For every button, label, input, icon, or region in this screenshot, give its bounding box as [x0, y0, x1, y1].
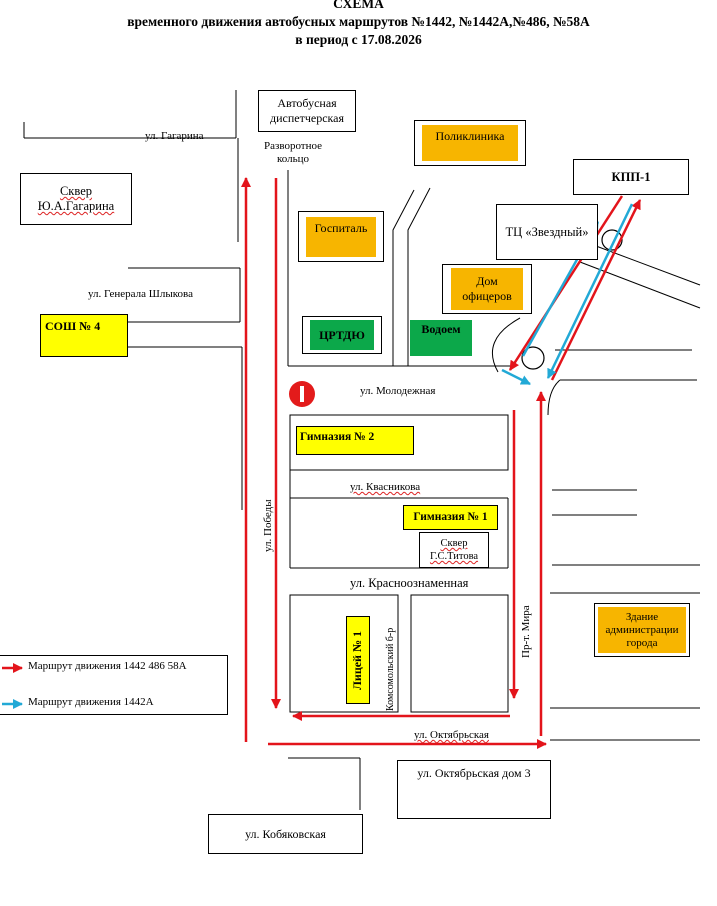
crtdu-box: ЦРТДЮ	[302, 316, 382, 354]
kobyakovskaya-box: ул. Кобяковская	[208, 814, 363, 854]
square-titov: Сквер Г.С.Титова	[419, 532, 489, 568]
crtdu-label: ЦРТДЮ	[310, 320, 374, 350]
kpp1-box: КПП-1	[573, 159, 689, 195]
officers-house-box: Дом офицеров	[442, 264, 532, 314]
street-shlykova: ул. Генерала Шлыкова	[88, 288, 193, 300]
hospital-box: Госпиталь	[298, 211, 384, 262]
hospital-label: Госпиталь	[306, 216, 376, 257]
legend-blue: Маршрут движения 1442А	[0, 696, 230, 716]
road-edges	[23, 90, 701, 810]
scheme-title: СХЕМА	[333, 0, 384, 11]
lyceum1-label: Лицей № 1	[350, 630, 365, 690]
gymnasium1-box: Гимназия № 1	[403, 505, 498, 530]
vodoem-box: Водоем	[410, 320, 472, 356]
street-mira: Пр-т. Мира	[520, 605, 532, 658]
gymnasium2-box: Гимназия № 2	[296, 426, 414, 455]
legend-frame	[0, 655, 228, 715]
street-krasnoznamennaya: ул. Красноознаменная	[350, 576, 469, 590]
street-gagarina: ул. Гагарина	[145, 130, 204, 142]
no-entry-icon	[289, 381, 315, 407]
roundabout-circle	[521, 346, 545, 370]
square-gagarin-label: Сквер Ю.А.Гагарина	[37, 184, 115, 213]
turnaround-label: Разворотное кольцо	[263, 140, 323, 165]
street-komsomolsky: Комсомольский б-р	[385, 627, 396, 711]
street-molodezhnaya: ул. Молодежная	[360, 385, 436, 397]
clinic-box: Поликлиника	[414, 120, 526, 166]
street-oktyabrskaya: ул. Октябрьская	[414, 729, 489, 741]
officers-house-label: Дом офицеров	[451, 268, 523, 310]
red-route	[241, 177, 642, 749]
school4-box: СОШ № 4	[40, 314, 128, 357]
scheme-subtitle: временного движения автобусных маршрутов…	[127, 14, 590, 29]
street-kvasnikova: ул. Квасникова	[350, 481, 421, 493]
scheme-period: в период с 17.08.2026	[295, 32, 422, 47]
legend-red-label: Маршрут движения 1442 486 58А	[28, 660, 187, 672]
oktyabrskaya-3-box: ул. Октябрьская дом 3	[397, 760, 551, 819]
street-pobedy: ул. Победы	[262, 499, 274, 552]
admin-label: Здание администрации города	[598, 607, 686, 653]
kpp-roundabout-circle	[601, 229, 623, 251]
bus-dispatch: Автобусная диспетчерская	[258, 90, 356, 132]
tc-zvezdny: ТЦ «Звездный»	[496, 204, 598, 260]
square-gagarin: Сквер Ю.А.Гагарина	[20, 173, 132, 225]
legend-red: Маршрут движения 1442 486 58А	[0, 660, 230, 680]
square-titov-label: Сквер Г.С.Титова	[429, 538, 479, 562]
legend-blue-label: Маршрут движения 1442А	[28, 696, 154, 708]
admin-box: Здание администрации города	[594, 603, 690, 657]
clinic-label: Поликлиника	[422, 125, 518, 161]
lyceum1-box: Лицей № 1	[346, 616, 370, 704]
